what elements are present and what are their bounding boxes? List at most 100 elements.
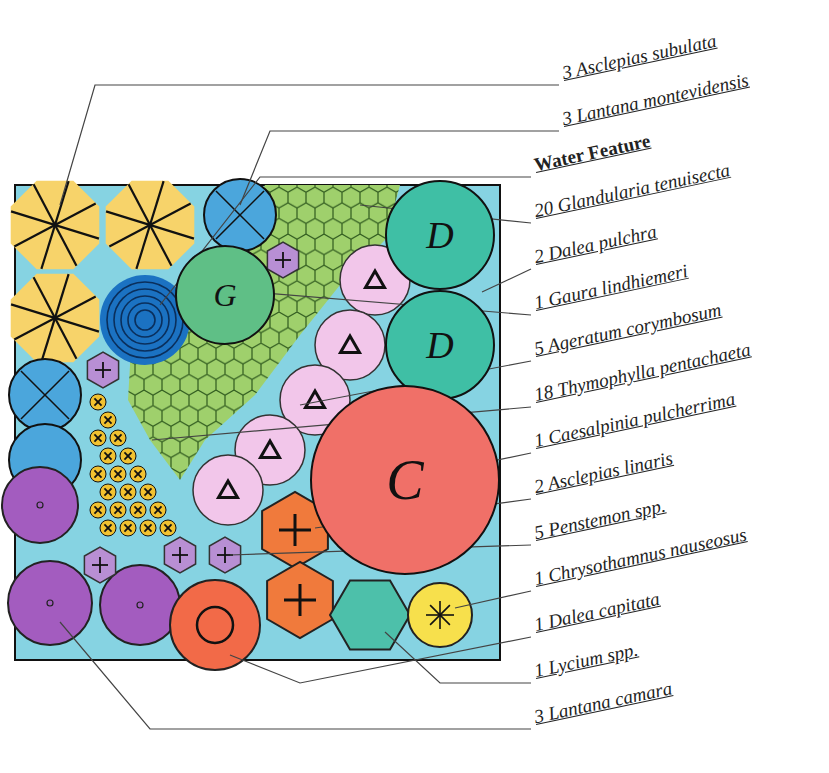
symbol-stroke [114, 434, 121, 441]
symbol-stroke [154, 506, 161, 513]
symbol-stroke [164, 524, 171, 531]
plant-circle: G [175, 245, 275, 345]
leader-line [240, 131, 559, 205]
symbol-stroke [21, 371, 69, 419]
leader-line [60, 85, 559, 205]
lantana-camara-symbol [8, 561, 92, 645]
plant-label: Water Feature [532, 129, 652, 177]
symbol-stroke [134, 506, 141, 513]
symbol-stroke [224, 547, 226, 563]
symbol-stroke [104, 452, 111, 459]
plant-letter: D [426, 216, 453, 254]
center-mark [37, 502, 43, 508]
symbol-stroke [109, 204, 190, 247]
leader-line [230, 637, 531, 683]
symbol-stroke [164, 524, 171, 531]
water-ring [135, 310, 155, 330]
thymophylla-dot [110, 430, 126, 446]
ageratum-symbol [193, 455, 263, 525]
symbol-stroke [179, 547, 181, 563]
symbol-stroke [134, 470, 141, 477]
triangle-mark [261, 441, 280, 458]
thymophylla-dot [110, 466, 126, 482]
symbol-stroke [99, 557, 101, 573]
plant-letter: D [426, 326, 453, 364]
leader-line [252, 292, 531, 315]
lantana-symbol [9, 359, 81, 431]
symbol-stroke [104, 488, 111, 495]
symbol-stroke [124, 524, 131, 531]
symbol-stroke [124, 524, 131, 531]
symbol-stroke [94, 506, 101, 513]
plant-label: 3 Asclepias subulata [560, 29, 718, 85]
leader-line [385, 632, 531, 683]
thymophylla-dot [120, 484, 136, 500]
symbol-stroke [124, 488, 131, 495]
dalea-capitata-symbol [170, 580, 260, 670]
symbol-stroke [430, 605, 450, 625]
symbol-stroke [104, 524, 111, 531]
lantana-camara-symbol [2, 467, 78, 543]
thymophylla-dot [90, 394, 106, 410]
chrysothamnus-symbol [408, 583, 472, 647]
symbol-stroke [114, 506, 121, 513]
symbol-stroke [94, 398, 101, 405]
asclepias-symbol [11, 274, 100, 363]
thymophylla-dot [90, 502, 106, 518]
water-ring [114, 289, 176, 351]
triangle-mark [306, 391, 325, 408]
symbol-stroke [104, 416, 111, 423]
symbol-stroke [21, 371, 69, 419]
symbol-stroke [144, 524, 151, 531]
plant-label: 1 Lycium spp. [532, 638, 640, 683]
symbol-stroke [14, 297, 95, 340]
thymophylla-dot [140, 520, 156, 536]
lycium-symbol [330, 580, 410, 649]
plant-label: 1 Dalea capitata [532, 587, 662, 637]
symbol-stroke [94, 470, 101, 477]
thymophylla-dot [150, 502, 166, 518]
symbol-stroke [94, 398, 101, 405]
thymophylla-dot [100, 448, 116, 464]
thymophylla-dot [110, 502, 126, 518]
lantana-symbol [204, 179, 276, 251]
symbol-stroke [102, 362, 104, 378]
symbol-stroke [216, 191, 264, 239]
penstemon-symbol [267, 242, 298, 278]
symbol-stroke [282, 252, 284, 268]
triangle-mark [341, 336, 360, 353]
center-mark [137, 602, 143, 608]
penstemon-symbol [84, 547, 115, 583]
symbol-stroke [14, 204, 95, 247]
center-mark [47, 600, 53, 606]
symbol-stroke [124, 452, 131, 459]
thymophylla-dot [130, 466, 146, 482]
leader-line [60, 622, 531, 729]
symbol-stroke [104, 488, 111, 495]
thymophylla-dot [130, 502, 146, 518]
water-ring [128, 303, 162, 337]
symbol-stroke [154, 506, 161, 513]
asclepias-symbol [106, 181, 195, 270]
symbol-stroke [94, 506, 101, 513]
symbol-stroke [144, 488, 151, 495]
symbol-stroke [144, 488, 151, 495]
thymophylla-dot [120, 448, 136, 464]
plant-label: 2 Dalea pulchra [532, 220, 659, 269]
symbol-stroke [104, 416, 111, 423]
symbol-stroke [144, 524, 151, 531]
plant-label: 3 Lantana camara [532, 676, 674, 729]
symbol-stroke [104, 524, 111, 531]
ring-mark [197, 607, 233, 643]
triangle-mark [366, 271, 385, 288]
water-ring [107, 282, 183, 358]
symbol-stroke [104, 452, 111, 459]
plant-label: 2 Asclepias linaris [532, 446, 675, 499]
triangle-mark [219, 481, 238, 498]
thymophylla-dot [100, 484, 116, 500]
symbol-stroke [124, 488, 131, 495]
symbol-stroke [124, 452, 131, 459]
symbol-stroke [114, 470, 121, 477]
asclepias-symbol [11, 181, 100, 270]
plant-circle: D [385, 290, 495, 400]
